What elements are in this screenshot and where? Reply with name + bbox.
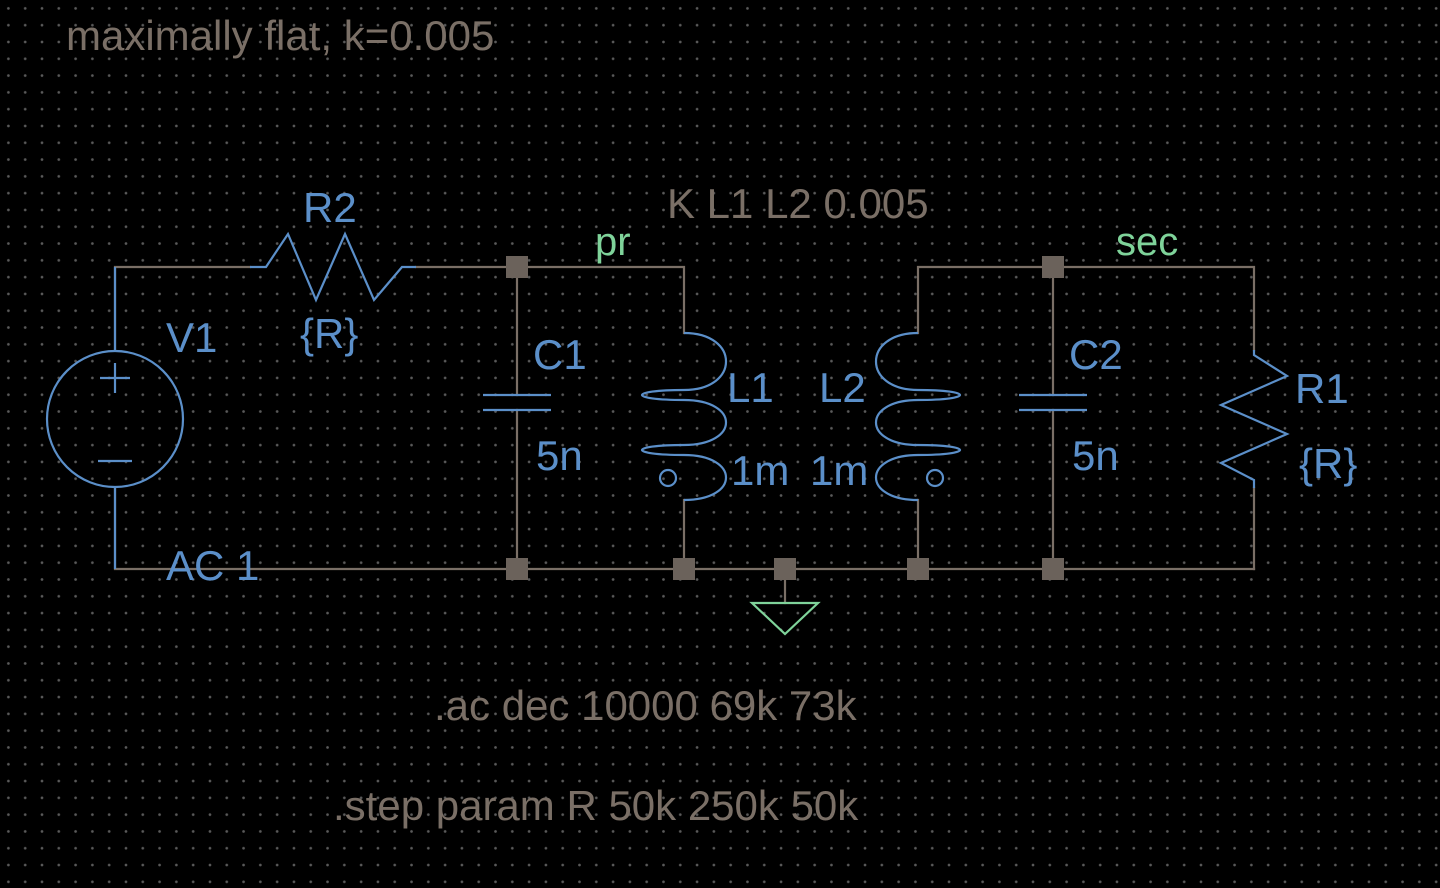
c1-name-label[interactable]: C1 — [533, 331, 587, 378]
coupling-directive[interactable]: K L1 L2 0.005 — [667, 180, 929, 227]
l2-value-label[interactable]: 1m — [810, 447, 868, 494]
junction-c2-bottom[interactable] — [1042, 558, 1064, 580]
wire-pr-to-l1[interactable] — [515, 265, 686, 335]
junction-pr[interactable] — [506, 256, 528, 278]
voltage-source-v1[interactable] — [45, 267, 185, 569]
plus-sign-icon — [100, 363, 130, 393]
ac-analysis-directive[interactable]: .ac dec 10000 69k 73k — [434, 682, 858, 729]
inductor-coil-icon — [875, 331, 962, 502]
r2-value-label[interactable]: {R} — [300, 310, 358, 357]
v1-value-label[interactable]: AC 1 — [166, 542, 259, 589]
v1-name-label[interactable]: V1 — [166, 314, 217, 361]
r1-name-label[interactable]: R1 — [1295, 365, 1349, 412]
net-label-pr[interactable]: pr — [595, 220, 631, 264]
capacitor-c1[interactable] — [483, 393, 551, 412]
c2-value-label[interactable]: 5n — [1072, 432, 1119, 479]
l2-name-label[interactable]: L2 — [819, 364, 866, 411]
capacitor-c2[interactable] — [1019, 393, 1087, 412]
polarity-dot-icon — [658, 468, 678, 488]
resistor-zigzag-icon — [250, 231, 416, 303]
junctions — [506, 256, 1064, 580]
wire-l2-top[interactable] — [916, 265, 1055, 335]
junction-sec[interactable] — [1042, 256, 1064, 278]
junction-l1-bottom[interactable] — [673, 558, 695, 580]
l1-value-label[interactable]: 1m — [731, 447, 789, 494]
resistor-r2[interactable] — [250, 231, 416, 303]
l1-name-label[interactable]: L1 — [727, 364, 774, 411]
ground-symbol[interactable] — [749, 601, 821, 636]
inductor-coil-icon — [640, 331, 727, 502]
capacitor-plates-icon — [1019, 393, 1087, 412]
r2-name-label[interactable]: R2 — [303, 184, 357, 231]
inductor-l1[interactable] — [640, 331, 727, 502]
c1-value-label[interactable]: 5n — [536, 432, 583, 479]
polarity-dot-icon — [925, 468, 945, 488]
resistor-r1[interactable] — [1218, 350, 1290, 488]
junction-l2-bottom[interactable] — [907, 558, 929, 580]
net-label-sec[interactable]: sec — [1116, 220, 1178, 264]
junction-c1-bottom[interactable] — [506, 558, 528, 580]
resistor-zigzag-icon — [1218, 350, 1290, 488]
r1-value-label[interactable]: {R} — [1299, 440, 1357, 487]
ground-icon — [749, 601, 821, 636]
inductor-l2[interactable] — [875, 331, 962, 502]
capacitor-plates-icon — [483, 393, 551, 412]
step-param-directive[interactable]: .step param R 50k 250k 50k — [333, 782, 859, 829]
c2-name-label[interactable]: C2 — [1069, 331, 1123, 378]
wire-sec-to-r1[interactable] — [1051, 265, 1256, 352]
junction-ground[interactable] — [774, 558, 796, 580]
comment-title[interactable]: maximally flat, k=0.005 — [66, 12, 494, 59]
source-circle-icon — [45, 349, 185, 489]
